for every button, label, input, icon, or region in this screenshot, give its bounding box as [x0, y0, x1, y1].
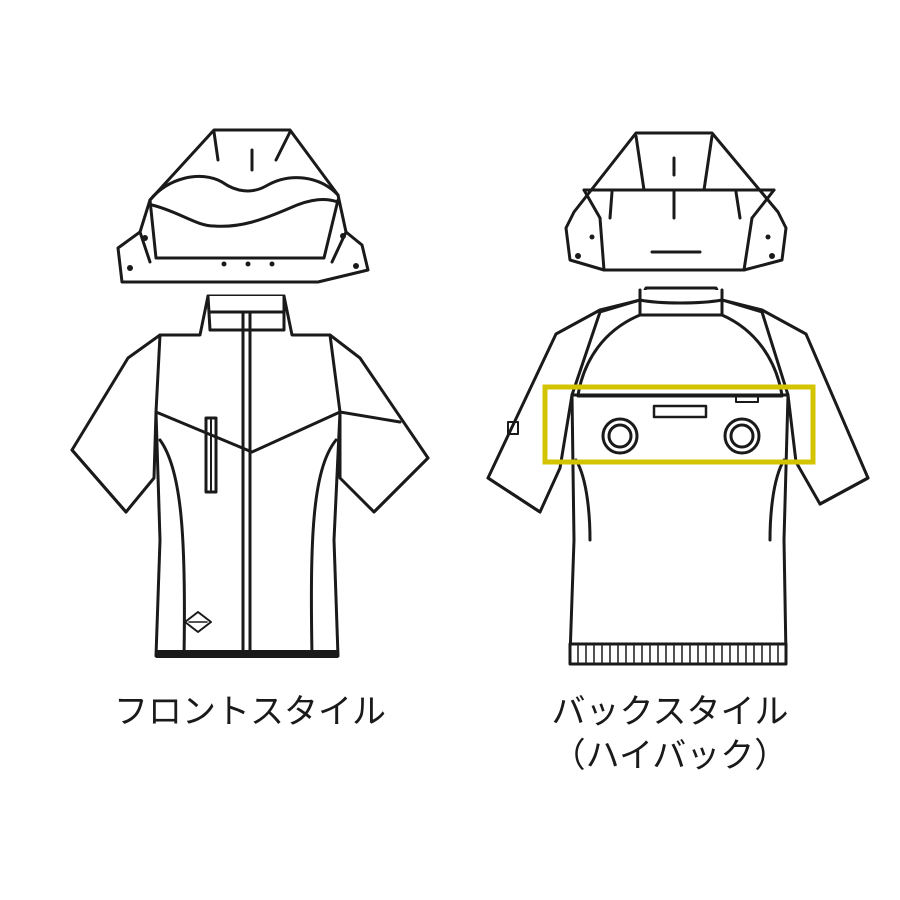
- back-style-subcaption: （ハイバック）: [551, 736, 789, 776]
- back-hood: [564, 131, 788, 272]
- back-jacket: [486, 286, 870, 666]
- back-style-caption: バックスタイル: [551, 692, 789, 732]
- logo-badge: [184, 611, 212, 633]
- front-hood: [116, 128, 370, 284]
- hem-ribbing: [577, 645, 779, 663]
- fan-mount-left: [601, 417, 639, 455]
- fan-area-highlight: [542, 384, 816, 465]
- front-jacket: [70, 294, 430, 658]
- hood-snap-dots: [127, 233, 359, 271]
- fan-mount-right: [723, 417, 761, 455]
- front-style-caption: フロントスタイル: [114, 692, 386, 732]
